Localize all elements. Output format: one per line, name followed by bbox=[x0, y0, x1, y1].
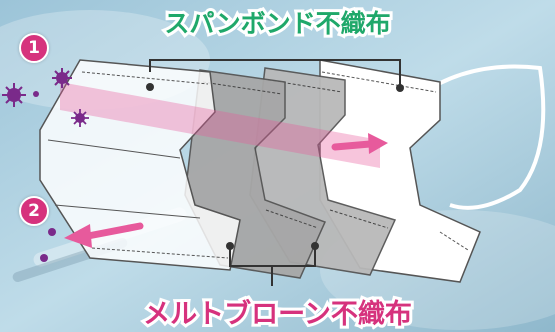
spunbond-bracket bbox=[149, 59, 401, 86]
arrow-right-icon bbox=[331, 133, 388, 154]
virus-particle-icon bbox=[71, 109, 89, 127]
spunbond-marker-back bbox=[396, 84, 404, 92]
step-badge-1: 1 bbox=[19, 33, 49, 63]
virus-particle-icon bbox=[52, 68, 72, 88]
particle-dot bbox=[33, 91, 39, 97]
arrow-left-icon bbox=[64, 222, 144, 248]
virus-particle-icon bbox=[2, 83, 26, 107]
particle-dot bbox=[40, 254, 48, 262]
airflow-band bbox=[60, 82, 380, 168]
spunbond-layer-front bbox=[39, 59, 241, 271]
spunbond-label: スパンボンド不織布 bbox=[161, 6, 393, 41]
meltblown-marker-2 bbox=[311, 242, 319, 250]
ear-loop bbox=[418, 64, 546, 210]
particle-dot bbox=[48, 228, 56, 236]
meltblown-label: メルトブローン不織布 bbox=[140, 296, 415, 332]
step-badge-2: 2 bbox=[19, 196, 49, 226]
meltblown-marker-1 bbox=[226, 242, 234, 250]
spunbond-marker-front bbox=[146, 83, 154, 91]
